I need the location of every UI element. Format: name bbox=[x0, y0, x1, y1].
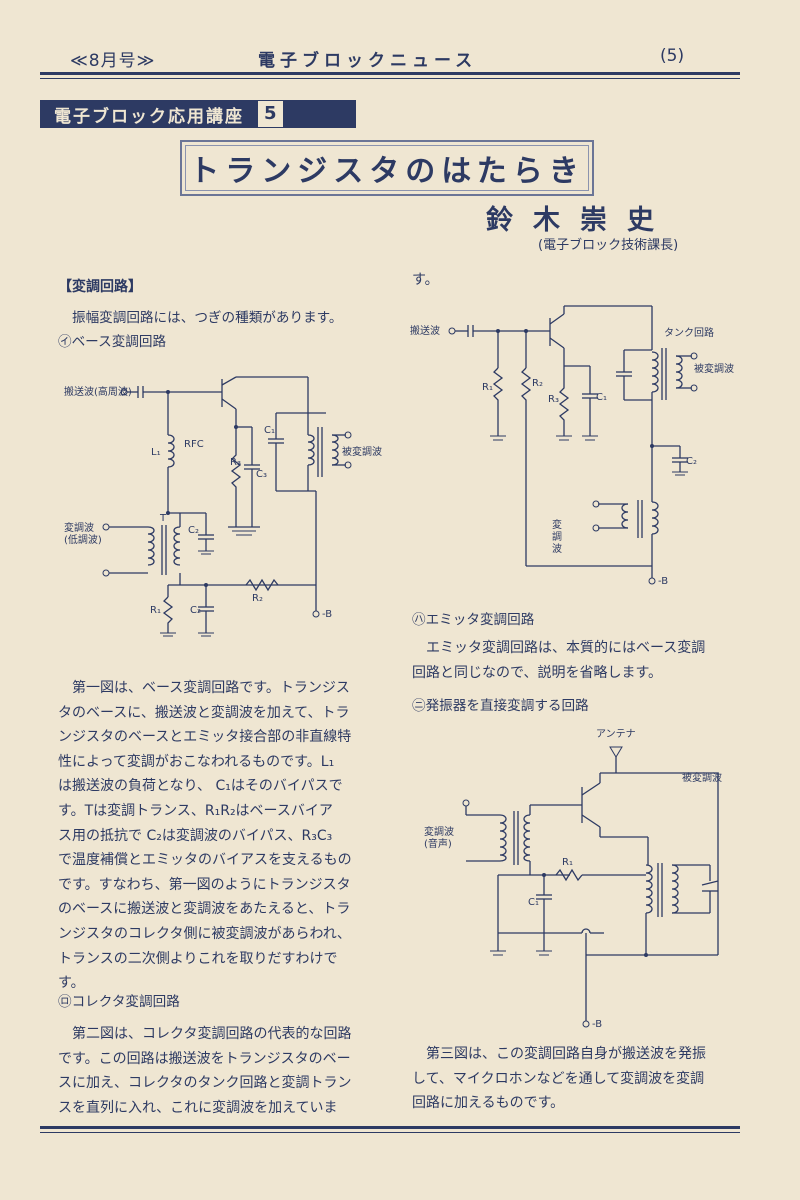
svg-text:変調波: 変調波 bbox=[64, 521, 94, 534]
svg-text:変: 変 bbox=[552, 518, 562, 531]
para1-line: ンジスタのコレクタ側に被変調波があらわれ、 bbox=[58, 925, 351, 942]
figure-1-base-modulation: R₃ C₃ L₁ RFC C₂ T 変調波 (低調波) R₁ C₂ R₂ bbox=[64, 376, 382, 637]
para3-line: エミッタ変調回路は、本質的にはベース変調 bbox=[426, 640, 706, 656]
intro-text: 振幅変調回路には、つぎの種類があります。 bbox=[72, 310, 343, 326]
svg-text:R₃: R₃ bbox=[230, 457, 241, 468]
figure-2-collector-modulation: 搬送波 R₁ R₂ R₃ C₁ タンク回路 被変調波 bbox=[410, 305, 734, 587]
series-banner: 電子ブロック応用講座 5 bbox=[40, 100, 356, 128]
author-affiliation: (電子ブロック技術課長) bbox=[538, 238, 679, 253]
continuation-text: す。 bbox=[412, 272, 439, 288]
page-number: (5) bbox=[660, 46, 685, 66]
svg-text:波: 波 bbox=[552, 542, 562, 555]
svg-text:(音声): (音声) bbox=[424, 837, 452, 850]
author-name: 鈴木崇史 bbox=[486, 205, 674, 236]
svg-text:C₁: C₁ bbox=[596, 392, 607, 403]
item-base-modulation: ㋑ベース変調回路 bbox=[58, 334, 167, 350]
para1-line: のベースに搬送波と変調波をあたえると、トラ bbox=[58, 901, 351, 918]
para1-line: す。Tは変調トランス、R₁R₂はベースバイア bbox=[58, 802, 333, 819]
para3-line: 回路と同じなので、説明を省略します。 bbox=[412, 664, 663, 681]
svg-text:R₁: R₁ bbox=[562, 857, 573, 868]
svg-text:C₃: C₃ bbox=[256, 469, 267, 480]
svg-text:C₂: C₂ bbox=[686, 456, 697, 467]
item-oscillator-modulation: ㋥発振器を直接変調する回路 bbox=[412, 698, 589, 714]
para1-line: タのベースに、搬送波と変調波を加えて、トラ bbox=[58, 704, 350, 721]
svg-text:R₁: R₁ bbox=[150, 605, 161, 616]
paragraph-emitter-modulation: エミッタ変調回路は、本質的にはベース変調 回路と同じなので、説明を省略します。 bbox=[412, 636, 738, 685]
series-number: 5 bbox=[258, 101, 283, 127]
header-rule-thin bbox=[40, 78, 740, 79]
issue-label: ≪8月号≫ bbox=[70, 51, 156, 71]
newsletter-title: 電子ブロックニュース bbox=[258, 51, 478, 71]
svg-text:RFC: RFC bbox=[184, 439, 204, 450]
svg-text:被変調波: 被変調波 bbox=[682, 771, 722, 784]
svg-text:R₁: R₁ bbox=[482, 382, 493, 393]
para1-line: す。 bbox=[58, 975, 85, 992]
svg-text:搬送波: 搬送波 bbox=[410, 324, 440, 337]
para1-line: で温度補償とエミッタのバイアスを支えるもの bbox=[58, 852, 352, 869]
svg-text:(低調波): (低調波) bbox=[64, 533, 102, 546]
svg-text:R₃: R₃ bbox=[548, 394, 559, 405]
svg-text:-B: -B bbox=[322, 609, 332, 620]
para1-line: です。すなわち、第一図のようにトランジスタ bbox=[58, 876, 351, 893]
paragraph-base-modulation: 第一図は、ベース変調回路です。トランジス タのベースに、搬送波と変調波を加えて、… bbox=[58, 676, 392, 996]
paragraph-oscillator-modulation: 第三図は、この変調回路自身が搬送波を発振 して、マイクロホンなどを通して変調波を… bbox=[412, 1042, 738, 1116]
svg-text:被変調波: 被変調波 bbox=[342, 445, 382, 458]
para2-line: です。この回路は搬送波をトランジスタのベー bbox=[58, 1050, 351, 1067]
svg-text:-B: -B bbox=[658, 576, 668, 587]
para1-line: は搬送波の負荷となり、 C₁はそのバイパスで bbox=[58, 778, 343, 795]
para1-line: 第一図は、ベース変調回路です。トランジス bbox=[72, 680, 350, 696]
series-label: 電子ブロック応用講座 bbox=[54, 106, 244, 127]
svg-text:C₁: C₁ bbox=[264, 425, 275, 436]
footer-rule-thin bbox=[40, 1132, 740, 1133]
section-heading: 【変調回路】 bbox=[58, 279, 142, 295]
svg-text:C₂: C₂ bbox=[190, 605, 201, 616]
svg-text:C₂: C₂ bbox=[188, 525, 199, 536]
svg-text:-B: -B bbox=[592, 1019, 602, 1030]
para4-line: 回路に加えるものです。 bbox=[412, 1095, 565, 1112]
para1-line: ンジスタのベースとエミッタ接合部の非直線特 bbox=[58, 729, 352, 746]
para1-line: ス用の抵抗で C₂は変調波のバイパス、R₃C₃ bbox=[58, 827, 333, 844]
para4-line: 第三図は、この変調回路自身が搬送波を発振 bbox=[426, 1046, 706, 1062]
svg-text:調: 調 bbox=[552, 530, 562, 543]
footer-rule bbox=[40, 1126, 740, 1129]
para1-line: 性によって変調がおこなわれるものです。L₁ bbox=[58, 753, 335, 770]
svg-text:被変調波: 被変調波 bbox=[694, 362, 734, 375]
para2-line: スに加え、コレクタのタンク回路と変調トラン bbox=[58, 1075, 352, 1092]
title-frame: トランジスタのはたらき bbox=[180, 140, 594, 196]
item-collector-modulation: ㋺コレクタ変調回路 bbox=[58, 994, 180, 1010]
para4-line: して、マイクロホンなどを通して変調波を変調 bbox=[412, 1070, 705, 1087]
paragraph-collector-modulation: 第二図は、コレクタ変調回路の代表的な回路 です。この回路は搬送波をトランジスタの… bbox=[58, 1022, 392, 1120]
svg-text:搬送波(高周波): 搬送波(高周波) bbox=[64, 385, 132, 398]
para2-line: スを直列に入れ、これに変調波を加えていま bbox=[58, 1099, 338, 1116]
article-title: トランジスタのはたらき bbox=[189, 154, 585, 189]
svg-text:C₁: C₁ bbox=[528, 897, 539, 908]
figure-3-oscillator-modulation: アンテナ 被変調波 変調波 (音声) C₁ R₁ bbox=[424, 728, 722, 1030]
svg-text:R₂: R₂ bbox=[532, 378, 543, 389]
item-emitter-modulation: ㋩エミッタ変調回路 bbox=[412, 612, 535, 628]
svg-text:アンテナ: アンテナ bbox=[596, 728, 636, 740]
svg-text:L₁: L₁ bbox=[151, 447, 161, 458]
svg-text:T: T bbox=[159, 513, 167, 524]
header-rule bbox=[40, 72, 740, 75]
svg-text:R₂: R₂ bbox=[252, 593, 263, 604]
para2-line: 第二図は、コレクタ変調回路の代表的な回路 bbox=[72, 1026, 352, 1042]
svg-text:タンク回路: タンク回路 bbox=[664, 326, 714, 339]
svg-text:変調波: 変調波 bbox=[424, 825, 454, 838]
para1-line: トランスの二次側よりこれを取りだすわけで bbox=[58, 950, 338, 967]
